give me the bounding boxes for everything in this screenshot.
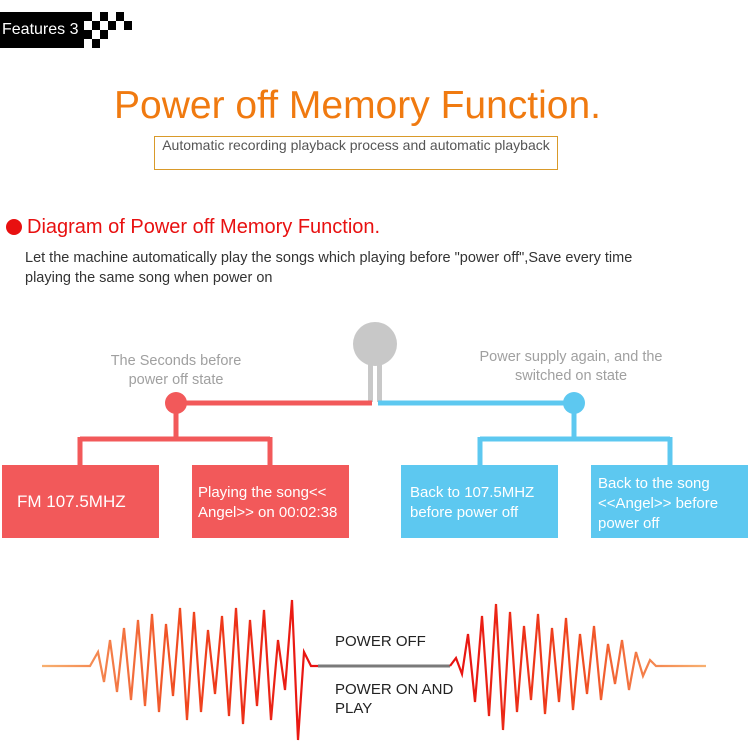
power-on-label: POWER ON AND PLAY xyxy=(335,681,454,717)
checker-pattern xyxy=(84,12,132,48)
subtitle-box: Automatic recording playback process and… xyxy=(154,136,558,170)
power-on-again-label: Power supply again, and the switched on … xyxy=(479,349,663,384)
plug-icon xyxy=(353,322,397,366)
playing-song-box: Playing the song<< Angel>> on 00:02:38 xyxy=(192,465,349,538)
page-title: Power off Memory Function. xyxy=(114,84,601,127)
restore-frequency-box: Back to 107.5MHZ before power off xyxy=(401,465,558,538)
fm-frequency-box: FM 107.5MHZ xyxy=(2,465,159,538)
restore-song-box: Back to the song <<Angel>> before power … xyxy=(591,465,748,538)
features-badge: Features 3 xyxy=(0,12,84,48)
power-diagram xyxy=(77,322,673,466)
before-power-off-label: The Seconds before power off state xyxy=(110,353,242,388)
section-bullet-icon xyxy=(6,219,22,235)
power-off-label: POWER OFF xyxy=(335,633,426,650)
waveform-graphic xyxy=(42,599,706,741)
section-description: Let the machine automatically play the s… xyxy=(25,250,633,286)
section-title: Diagram of Power off Memory Function. xyxy=(27,216,381,238)
